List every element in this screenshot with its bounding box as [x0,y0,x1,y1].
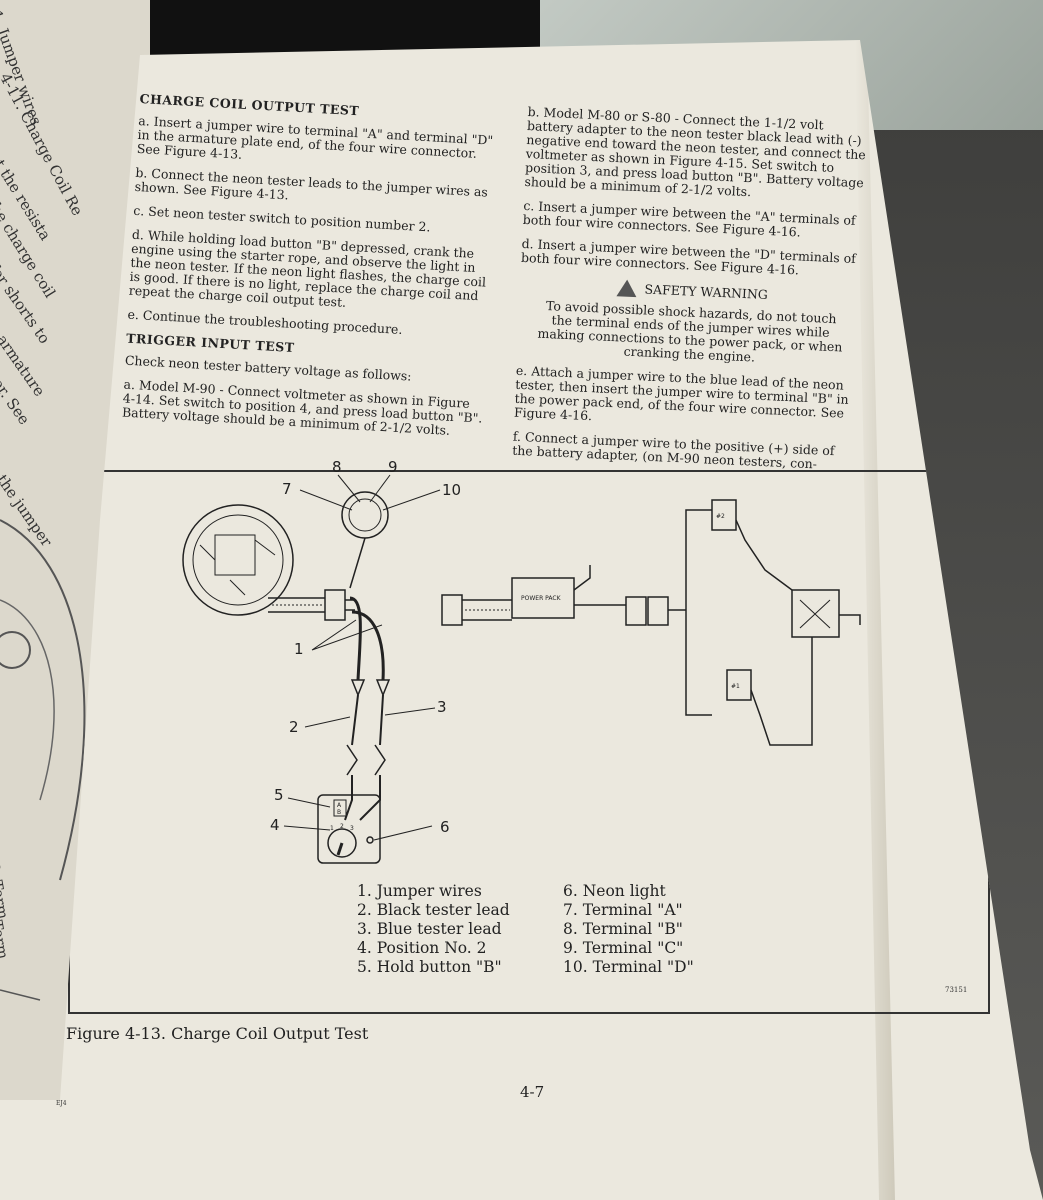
cable [268,597,325,613]
power-pack [511,577,575,619]
legend-item: 7. Terminal "A" [563,901,683,919]
callout-label: 2 [289,718,299,736]
legend-item: 8. Terminal "B" [563,920,683,938]
legend-item: 5. Hold button "B" [357,958,502,976]
page-number: 4-7 [520,1083,545,1101]
callout-label: 1 [294,640,304,658]
callout-label: 7 [282,480,292,498]
legend-item: 1. Jumper wires [357,882,482,900]
callout-label: 8 [332,458,342,476]
legend-left: 1. Jumper wires 2. Black tester lead 3. … [357,882,510,977]
jumper-wire [349,596,362,681]
power-pack-label: POWER PACK [521,595,562,602]
button-label: A [337,802,342,809]
callout-label: 5 [274,786,284,804]
callout-label: 4 [270,816,280,834]
legend-item: 4. Position No. 2 [357,939,487,957]
connector-block [647,596,669,626]
spark-plug-block [791,589,840,638]
connector-block [625,596,647,626]
callout-label: 6 [440,818,450,836]
footer-code: EJ4 [56,1100,67,1107]
legend-item: 2. Black tester lead [357,901,510,919]
legend-item: 6. Neon light [563,882,666,900]
coil-label: #1 [731,683,740,690]
callout-label: 3 [437,698,447,716]
switch-label: 2 [340,823,344,830]
figure-code: 73151 [945,986,968,994]
legend-item: 9. Terminal "C" [563,939,684,957]
legend-item: 10. Terminal "D" [563,958,694,976]
legend-item: 3. Blue tester lead [357,920,502,938]
hold-button [333,799,347,817]
armature-plate [182,504,294,616]
switch-label: 1 [330,825,334,832]
coil-label: #2 [716,513,725,520]
callout-label: 10 [442,481,461,499]
jumper-wire [351,610,385,681]
callout-label: 9 [388,458,398,476]
connector-block [324,589,346,621]
underlying-engine-drawing [0,519,86,1001]
neon-light [366,836,374,844]
switch-label: 3 [350,825,354,832]
neon-tester [317,794,381,864]
figure-caption: Figure 4-13. Charge Coil Output Test [66,1024,369,1043]
selector-switch [327,828,357,858]
button-label: B [337,809,341,816]
ignition-coil-2 [711,499,737,531]
legend-right: 6. Neon light 7. Terminal "A" 8. Termina… [563,882,694,977]
ignition-coil-1 [726,669,752,701]
